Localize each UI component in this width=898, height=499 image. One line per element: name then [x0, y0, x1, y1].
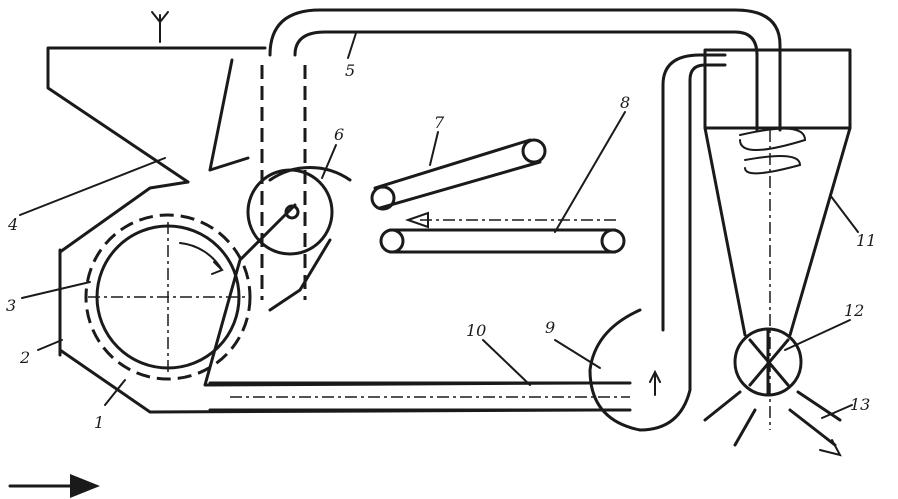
- classifier: [246, 166, 352, 312]
- leader-lines: [19, 32, 859, 419]
- spiral-icon: [739, 127, 807, 175]
- callout-2: 2: [19, 348, 30, 367]
- callout-11: 11: [856, 231, 876, 250]
- rotation-arrow-icon: [179, 242, 224, 275]
- callout-8: 8: [620, 93, 630, 112]
- upper-duct: [260, 8, 782, 300]
- callout-5: 5: [345, 61, 355, 80]
- callout-13: 13: [850, 395, 870, 414]
- outlet-arrow-icon: [819, 439, 842, 457]
- tube-7: [370, 138, 547, 211]
- callout-labels: 1 2 3 4 5 6 7 8 9 10 11 12 13: [6, 61, 876, 432]
- direction-arrow-icon: [8, 474, 100, 498]
- callout-1: 1: [94, 413, 104, 432]
- rotary-valve: [733, 327, 803, 397]
- callout-7: 7: [434, 113, 445, 132]
- callout-3: 3: [6, 296, 16, 315]
- callout-9: 9: [545, 318, 555, 337]
- feed-arrow-icon: [151, 11, 169, 43]
- callout-4: 4: [7, 215, 18, 234]
- mill-housing: [58, 156, 597, 414]
- tube-8: [379, 211, 626, 254]
- hopper: [46, 11, 267, 184]
- callout-12: 12: [844, 301, 864, 320]
- callout-10: 10: [466, 321, 486, 340]
- outlet: [703, 390, 842, 457]
- fan-arrow-icon: [649, 369, 661, 396]
- fan: [588, 53, 727, 432]
- callout-6: 6: [334, 125, 344, 144]
- return-tube: [208, 381, 632, 412]
- cyclone: [703, 48, 852, 430]
- rotor: [84, 213, 252, 381]
- flow-arrow-icon: [404, 211, 429, 229]
